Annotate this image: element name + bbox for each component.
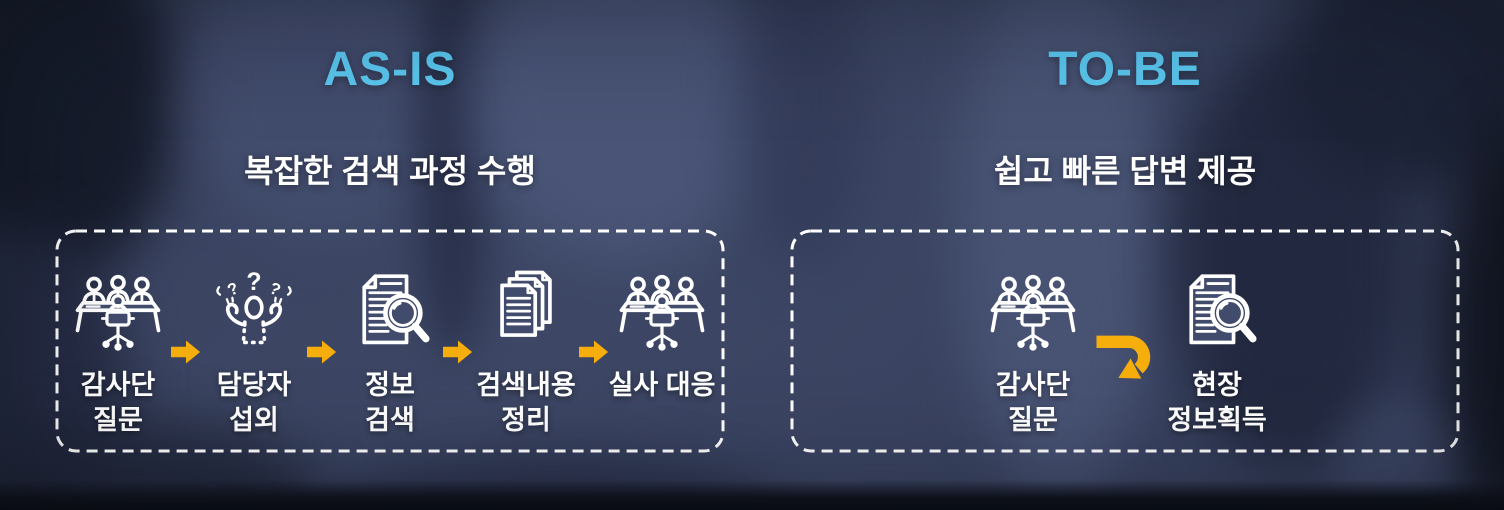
process-step: 담당자 섭외 <box>206 267 302 437</box>
right-arrow-icon <box>578 337 610 367</box>
step-label: 감사단 질문 <box>995 370 1071 435</box>
dashed-border <box>790 229 1460 453</box>
process-step: 검색내용 정리 <box>476 267 576 437</box>
as-is-process-box: 감사단 질문 담당자 섭외 <box>55 229 725 453</box>
document-search-icon <box>1171 267 1263 359</box>
to-be-process-box: 감사단 질문 현장 정보획득 <box>790 229 1460 453</box>
document-search-icon <box>344 267 436 359</box>
process-step: 현장 정보획득 <box>1167 267 1267 437</box>
process-step: 감사단 질문 <box>70 267 166 437</box>
right-arrow-icon <box>442 337 474 367</box>
background-blob <box>960 0 1160 500</box>
right-arrow-icon <box>306 337 338 367</box>
as-is-steps-row: 감사단 질문 담당자 섭외 <box>55 229 725 453</box>
step-label: 정보 검색 <box>365 370 415 435</box>
right-arrow-icon <box>170 337 202 367</box>
dashed-border <box>55 229 725 453</box>
background-blob <box>470 0 770 260</box>
as-is-title: AS-IS <box>323 43 457 96</box>
as-is-panel: AS-IS 복잡한 검색 과정 수행 감사단 질문 <box>55 0 725 510</box>
curved-arrow-icon <box>1087 319 1163 395</box>
to-be-title: TO-BE <box>1048 43 1202 96</box>
meeting-icon <box>616 267 708 359</box>
step-label: 현장 정보획득 <box>1167 370 1267 435</box>
process-step: 실사 대응 <box>609 267 715 403</box>
meeting-icon <box>987 267 1079 359</box>
documents-stack-icon <box>480 267 572 359</box>
confused-person-icon <box>208 267 300 359</box>
step-label: 검색내용 정리 <box>476 370 576 435</box>
background-table-edge <box>0 480 1504 510</box>
to-be-steps-row: 감사단 질문 현장 정보획득 <box>790 229 1460 453</box>
process-step: 감사단 질문 <box>985 267 1081 437</box>
background-blob <box>190 0 450 240</box>
to-be-subtitle: 쉽고 빠른 답변 제공 <box>993 153 1257 189</box>
step-label: 담당자 섭외 <box>216 370 292 435</box>
step-label: 감사단 질문 <box>80 370 156 435</box>
background-blob <box>740 0 870 270</box>
to-be-panel: TO-BE 쉽고 빠른 답변 제공 감사단 질문 <box>790 0 1460 510</box>
as-is-subtitle: 복잡한 검색 과정 수행 <box>244 153 536 189</box>
meeting-icon <box>72 267 164 359</box>
process-step: 정보 검색 <box>342 267 438 437</box>
step-label: 실사 대응 <box>608 370 716 400</box>
